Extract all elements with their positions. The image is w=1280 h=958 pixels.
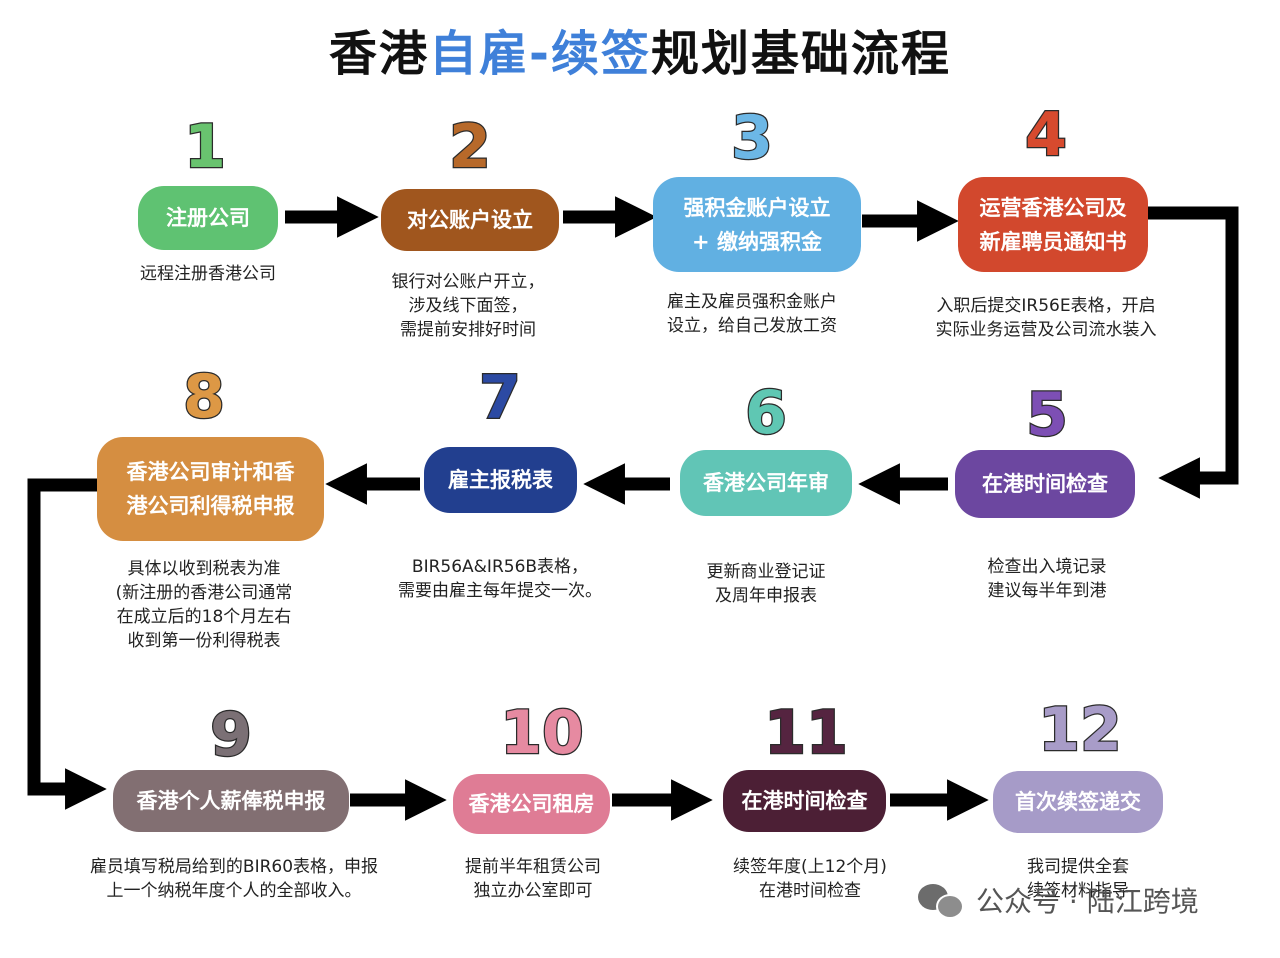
title-highlight: 自雇-续签 xyxy=(429,26,651,82)
step-8-number: 8 xyxy=(182,362,226,432)
step-10-description: 提前半年租赁公司 独立办公室即可 xyxy=(465,857,601,901)
step-2-label: 对公账户设立 xyxy=(407,208,533,232)
watermark-text: 公众号 · 陆江跨境 xyxy=(976,885,1199,918)
step-7-label: 雇主报税表 xyxy=(448,468,553,492)
step-4-box: 运营香港公司及 新雇聘员通知书 xyxy=(958,177,1148,272)
step-6-number: 6 xyxy=(744,378,788,448)
step-5-label: 在港时间检查 xyxy=(982,472,1108,496)
step-9-label: 香港个人薪俸税申报 xyxy=(136,789,326,813)
step-10-number: 10 xyxy=(499,698,585,768)
step-8-label: 香港公司审计和香 港公司利得税申报 xyxy=(126,460,295,518)
step-11-box: 在港时间检查 xyxy=(723,770,886,832)
step-10-label: 香港公司租房 xyxy=(468,792,595,816)
step-5-number: 5 xyxy=(1025,380,1069,450)
step-4-number: 4 xyxy=(1024,100,1068,170)
step-4-description: 入职后提交IR56E表格，开启 实际业务运营及公司流水装入 xyxy=(935,296,1157,340)
step-11-number: 11 xyxy=(763,698,849,768)
step-3-number: 3 xyxy=(730,103,774,173)
step-8-description: 具体以收到税表为准 (新注册的香港公司通常 在成立后的18个月左右 收到第一份利… xyxy=(115,559,293,651)
step-10-box: 香港公司租房 xyxy=(453,774,610,834)
step-3-box: 强积金账户设立 + 缴纳强积金 xyxy=(653,177,861,272)
step-1-description: 远程注册香港公司 xyxy=(140,264,276,284)
step-12-box: 首次续签递交 xyxy=(993,771,1163,833)
step-7-box: 雇主报税表 xyxy=(424,447,577,513)
step-9-number: 9 xyxy=(209,700,253,770)
step-11-description: 续签年度(上12个月) 在港时间检查 xyxy=(733,857,887,901)
step-6-box: 香港公司年审 xyxy=(680,450,852,516)
step-2-description: 银行对公账户开立， 涉及线下面签， 需提前安排好时间 xyxy=(391,272,545,340)
step-3-label: 强积金账户设立 + 缴纳强积金 xyxy=(683,195,831,254)
step-2-number: 2 xyxy=(448,112,492,182)
step-7-description: BIR56A&IR56B表格， 需要由雇主每年提交一次。 xyxy=(398,557,602,601)
arrow-4-5 xyxy=(1148,206,1239,499)
title-part-2: 规划基础流程 xyxy=(650,26,951,82)
step-12-label: 首次续签递交 xyxy=(1015,790,1141,814)
step-5-description: 检查出入境记录 建议每半年到港 xyxy=(987,557,1107,601)
page-title: 香港自雇-续签规划基础流程 xyxy=(0,14,1280,84)
watermark: 公众号 · 陆江跨境 xyxy=(918,880,1199,920)
step-11-label: 在港时间检查 xyxy=(741,789,868,813)
step-5-box: 在港时间检查 xyxy=(955,450,1135,518)
title-part-1: 香港 xyxy=(329,26,430,82)
step-12-description: 我司提供全套 续签材料指导 xyxy=(1027,857,1129,901)
step-12-number: 12 xyxy=(1037,695,1123,765)
step-3-description: 雇主及雇员强积金账户 设立，给自己发放工资 xyxy=(667,292,837,336)
arrow-8-9 xyxy=(27,478,107,810)
step-2-box: 对公账户设立 xyxy=(381,189,559,251)
step-9-description: 雇员填写税局给到的BIR60表格，申报 上一个纳税年度个人的全部收入。 xyxy=(89,857,379,901)
step-1-box: 注册公司 xyxy=(138,186,278,250)
step-9-box: 香港个人薪俸税申报 xyxy=(113,770,349,832)
step-1-number: 1 xyxy=(183,112,227,182)
step-4-label: 运营香港公司及 新雇聘员通知书 xyxy=(979,195,1127,254)
wechat-icon xyxy=(918,882,964,919)
step-8-box: 香港公司审计和香 港公司利得税申报 xyxy=(97,437,324,541)
step-1-label: 注册公司 xyxy=(166,206,250,230)
step-7-number: 7 xyxy=(478,363,522,433)
step-6-label: 香港公司年审 xyxy=(703,471,829,495)
step-6-description: 更新商业登记证 及周年申报表 xyxy=(706,562,826,606)
